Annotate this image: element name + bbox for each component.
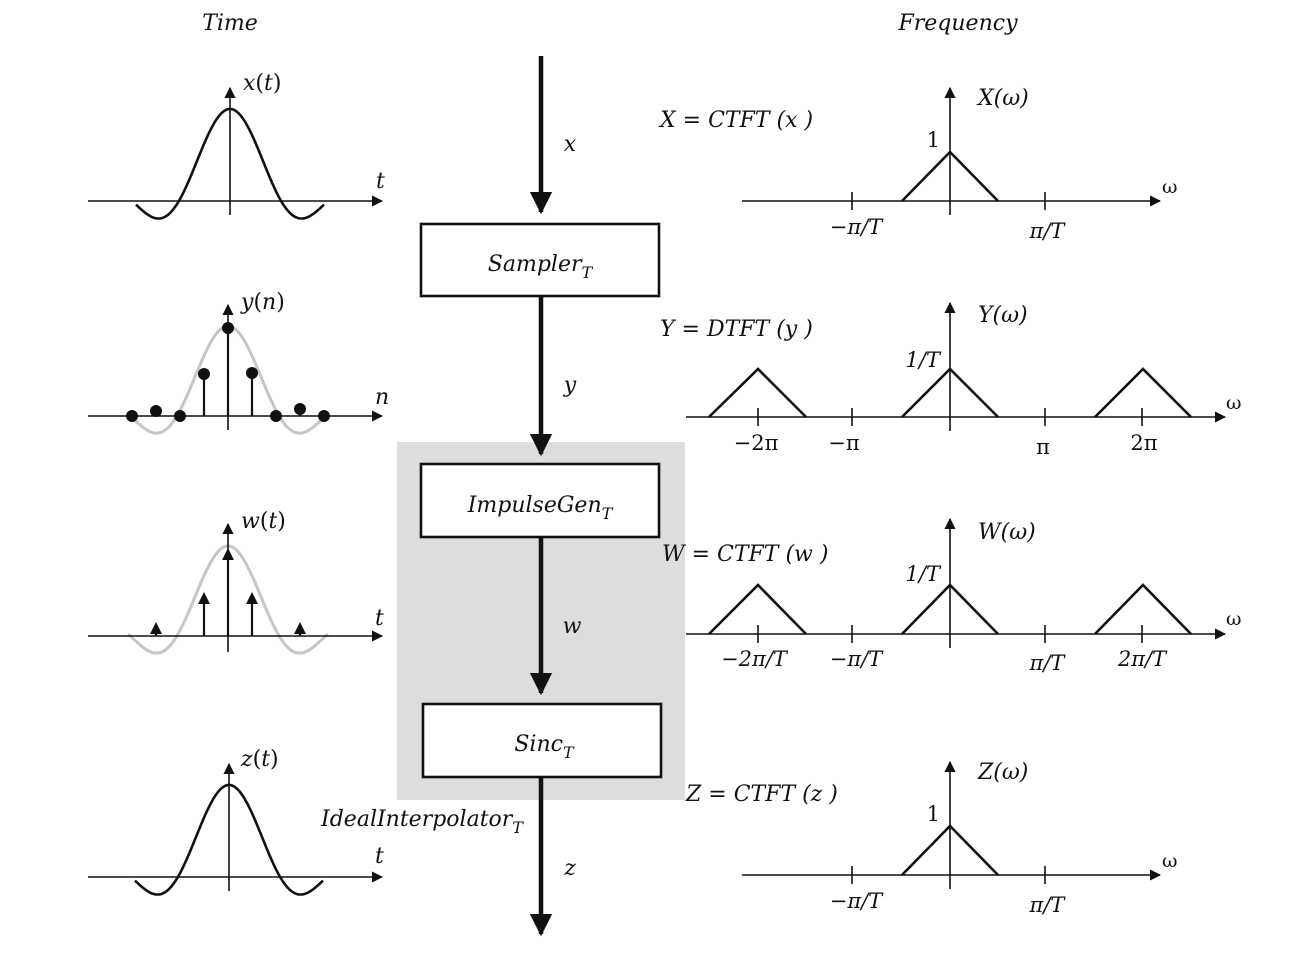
signal-x-curve bbox=[135, 107, 325, 220]
signal-y-samples bbox=[126, 322, 330, 422]
peak-Z: 1 bbox=[927, 802, 940, 826]
sample-dot bbox=[270, 410, 282, 422]
sample-dot bbox=[294, 403, 306, 415]
sample-dot bbox=[174, 410, 186, 422]
eq-X: X = CTFT (x ) bbox=[658, 108, 813, 133]
signal-z-curve bbox=[134, 783, 324, 896]
xlabel-z: t bbox=[375, 844, 384, 869]
sample-dot bbox=[198, 368, 210, 380]
spectrum-W-triangle-center bbox=[901, 583, 999, 635]
sample-dot bbox=[222, 322, 234, 334]
ideal-interpolator-label: IdealInterpolatorT bbox=[320, 807, 524, 837]
tick-label-W-3: π/T bbox=[1029, 651, 1067, 675]
xlabel-W: ω bbox=[1226, 608, 1242, 630]
tick-label-X-2: π/T bbox=[1029, 219, 1067, 243]
spectrum-Y-triangle-center bbox=[901, 367, 999, 418]
signal-z-label: z bbox=[563, 856, 576, 881]
sample-dot bbox=[126, 410, 138, 422]
tick-label-W-1: −2π/T bbox=[721, 647, 789, 671]
tick-label-Y-3: π bbox=[1036, 435, 1050, 459]
sampler-block bbox=[419, 222, 661, 298]
peak-X: 1 bbox=[927, 128, 940, 152]
ylabel-Z: Z(ω) bbox=[977, 760, 1028, 785]
eq-Y: Y = DTFT (y ) bbox=[660, 317, 813, 342]
eq-W: W = CTFT (w ) bbox=[662, 542, 828, 567]
time-plot-x: x(t) t bbox=[88, 71, 385, 220]
signal-w-impulses bbox=[150, 548, 306, 636]
signal-w-label: w bbox=[563, 614, 582, 639]
peak-W: 1/T bbox=[906, 562, 942, 586]
spectrum-Y-triangle-left bbox=[708, 367, 807, 418]
impulse-arrowhead bbox=[150, 622, 162, 634]
impulse-gen-label: ImpulseGenT bbox=[467, 493, 614, 523]
time-plot-w: w(t) t bbox=[88, 509, 384, 655]
spectrum-X-triangle bbox=[901, 150, 999, 202]
impulse-gen-block bbox=[419, 462, 661, 539]
spectrum-W-triangle-right bbox=[1094, 583, 1192, 635]
tick-label-Y-1: −2π bbox=[734, 431, 779, 455]
freq-plot-Z: Z = CTFT (z ) Z(ω) 1 ω −π/T π/T bbox=[685, 760, 1178, 917]
spectrum-W-triangle-left bbox=[708, 583, 807, 635]
sample-dot bbox=[150, 405, 162, 417]
spectrum-Y-triangle-right bbox=[1094, 367, 1192, 418]
peak-Y: 1/T bbox=[906, 348, 942, 372]
impulse-arrowhead bbox=[294, 622, 306, 634]
sinc-label: SincT bbox=[514, 732, 575, 762]
sample-dot bbox=[246, 367, 258, 379]
tick-label-Z-2: π/T bbox=[1029, 893, 1067, 917]
eq-Z: Z = CTFT (z ) bbox=[685, 782, 838, 807]
time-header: Time bbox=[202, 11, 258, 36]
signal-x-label: x bbox=[564, 132, 577, 157]
impulse-arrowhead bbox=[198, 592, 210, 604]
xlabel-Y: ω bbox=[1226, 392, 1242, 414]
ylabel-x: x(t) bbox=[243, 71, 281, 96]
xlabel-x: t bbox=[376, 169, 385, 194]
tick-label-Y-4: 2π bbox=[1130, 431, 1157, 455]
tick-label-W-2: −π/T bbox=[830, 647, 884, 671]
time-plot-y: y(n) n bbox=[88, 290, 389, 435]
impulse-arrowhead bbox=[222, 548, 234, 560]
freq-plot-X: X = CTFT (x ) X(ω) 1 ω −π/T π/T bbox=[658, 86, 1178, 243]
tick-label-Y-2: −π bbox=[828, 431, 860, 455]
ylabel-w: w(t) bbox=[241, 509, 286, 534]
ylabel-z: z(t) bbox=[240, 747, 279, 772]
tick-label-W-4: 2π/T bbox=[1117, 647, 1168, 671]
xlabel-X: ω bbox=[1162, 176, 1178, 198]
frequency-header: Frequency bbox=[898, 11, 1019, 36]
impulse-arrowhead bbox=[246, 592, 258, 604]
sampler-label: SamplerT bbox=[488, 252, 594, 282]
time-plot-z: z(t) t bbox=[88, 747, 384, 896]
sinc-block bbox=[421, 702, 663, 779]
spectrum-Z-triangle bbox=[901, 824, 999, 876]
freq-plot-W: W = CTFT (w ) W(ω) 1/T ω −2π/T −π/T π/T … bbox=[662, 517, 1242, 675]
xlabel-w: t bbox=[375, 606, 384, 631]
tick-label-X-1: −π/T bbox=[830, 215, 884, 239]
ylabel-y: y(n) bbox=[240, 290, 285, 315]
xlabel-y: n bbox=[375, 385, 389, 410]
signal-y-label: y bbox=[563, 373, 577, 398]
sample-dot bbox=[318, 410, 330, 422]
ylabel-W: W(ω) bbox=[978, 520, 1036, 545]
tick-label-Z-1: −π/T bbox=[830, 889, 884, 913]
xlabel-Z: ω bbox=[1162, 850, 1178, 872]
freq-plot-Y: Y = DTFT (y ) Y(ω) 1/T ω −2π −π π 2π bbox=[660, 301, 1242, 459]
ylabel-X: X(ω) bbox=[976, 86, 1029, 111]
ylabel-Y: Y(ω) bbox=[978, 303, 1028, 328]
